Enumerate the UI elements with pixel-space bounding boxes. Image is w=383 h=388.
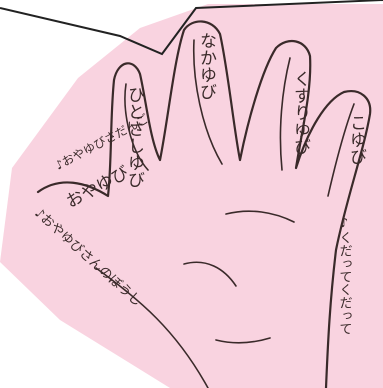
label-wrist-song: ♪くだってくだって — [337, 216, 352, 335]
label-ring: くすりゆび — [290, 70, 310, 155]
label-middle: なかゆび — [196, 32, 216, 100]
pink-paper — [0, 4, 383, 388]
label-little: こゆび — [346, 114, 366, 165]
